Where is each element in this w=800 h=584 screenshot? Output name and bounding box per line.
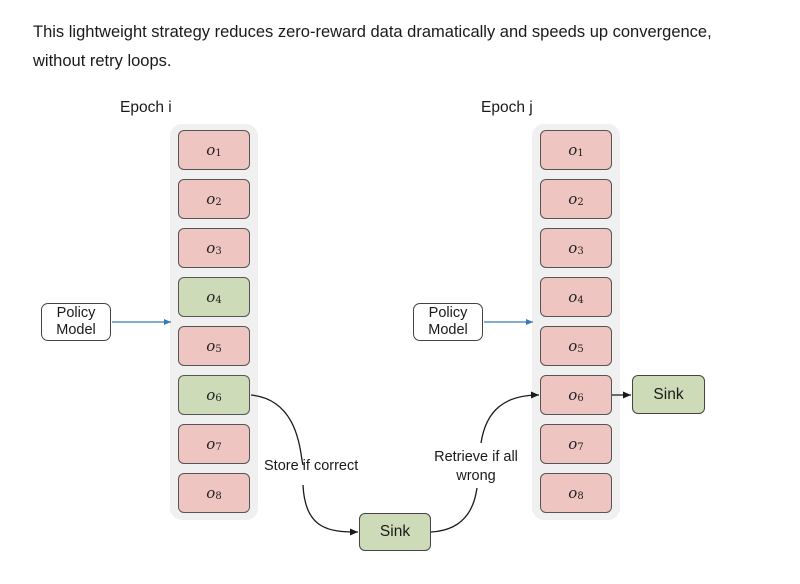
sink-right: Sink — [632, 375, 705, 414]
cell-variable: o — [206, 337, 216, 355]
cell-subscript: 4 — [215, 294, 222, 306]
cell-variable: o — [568, 190, 578, 208]
cell-variable: o — [206, 141, 216, 159]
cell-subscript: 1 — [577, 147, 584, 159]
cell-subscript: 6 — [215, 392, 222, 404]
cell-variable: o — [568, 435, 578, 453]
epoch-i-label: Epoch i — [120, 99, 172, 116]
caption: This lightweight strategy reduces zero-r… — [33, 18, 773, 76]
cell-subscript: 3 — [577, 245, 584, 257]
retrieve-line-2: wrong — [456, 468, 496, 484]
retrieve-line-1: Retrieve if all — [434, 449, 518, 465]
cell-variable: o — [568, 239, 578, 257]
cell-subscript: 4 — [577, 294, 584, 306]
cell-variable: o — [206, 190, 216, 208]
cell-subscript: 8 — [215, 490, 222, 502]
retrieve-if-all-wrong-label: Retrieve if all wrong — [428, 448, 524, 486]
cell-variable: o — [206, 239, 216, 257]
cell-variable: o — [568, 386, 578, 404]
retrieve-arrow — [430, 395, 539, 533]
policy-right-line-2: Model — [428, 322, 468, 338]
caption-line-1: This lightweight strategy reduces zero-r… — [33, 23, 712, 41]
store-arrow — [250, 394, 358, 532]
cell-subscript: 7 — [215, 441, 222, 453]
cell-subscript: 1 — [215, 147, 222, 159]
sink-bottom: Sink — [359, 513, 431, 551]
cell-variable: o — [206, 435, 216, 453]
cell-variable: o — [206, 386, 216, 404]
policy-left-line-2: Model — [56, 322, 96, 338]
cell-subscript: 6 — [577, 392, 584, 404]
cell-subscript: 8 — [577, 490, 584, 502]
cell-variable: o — [206, 288, 216, 306]
cell-subscript: 5 — [215, 343, 222, 355]
cell-variable: o — [568, 337, 578, 355]
epoch-j-label: Epoch j — [481, 99, 533, 116]
cell-subscript: 2 — [577, 196, 584, 208]
policy-model-left: Policy Model — [41, 303, 111, 341]
policy-right-line-1: Policy — [428, 305, 468, 321]
cell-subscript: 5 — [577, 343, 584, 355]
cell-variable: o — [568, 288, 578, 306]
caption-line-2: without retry loops. — [33, 52, 172, 70]
cell-subscript: 7 — [577, 441, 584, 453]
policy-model-right: Policy Model — [413, 303, 483, 341]
cell-subscript: 3 — [215, 245, 222, 257]
store-if-correct-label: Store if correct — [264, 458, 359, 474]
policy-left-line-1: Policy — [56, 305, 96, 321]
cell-variable: o — [568, 484, 578, 502]
cell-variable: o — [568, 141, 578, 159]
cell-variable: o — [206, 484, 216, 502]
cell-subscript: 2 — [215, 196, 222, 208]
